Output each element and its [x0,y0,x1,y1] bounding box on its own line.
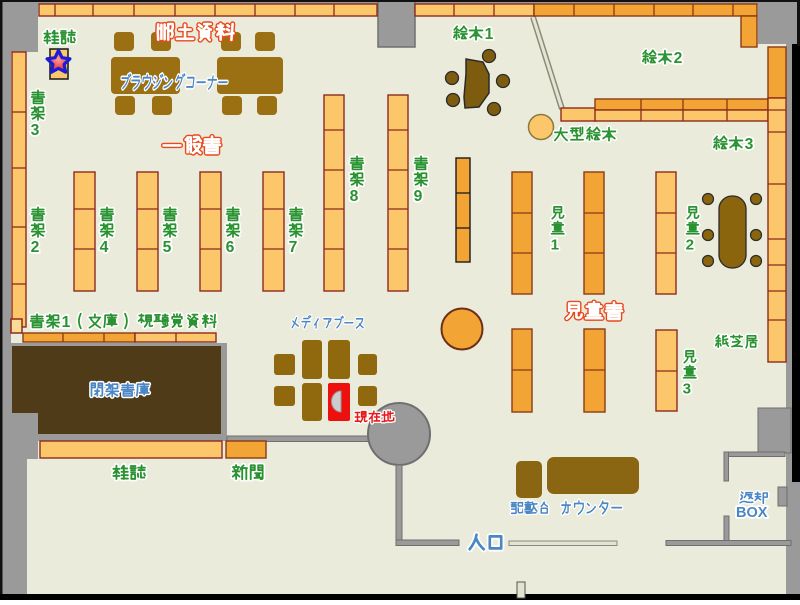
svg-text:9: 9 [414,188,423,205]
svg-text:7: 7 [289,239,298,256]
svg-text:1: 1 [485,26,494,43]
svg-text:8: 8 [350,188,359,205]
svg-text:1: 1 [551,236,560,253]
svg-text:4: 4 [100,239,109,256]
svg-text:6: 6 [226,239,235,256]
svg-text:5: 5 [163,239,172,256]
svg-text:1: 1 [62,314,71,331]
svg-text:2: 2 [31,239,40,256]
svg-text:3: 3 [683,380,691,397]
svg-text:2: 2 [686,236,694,253]
svg-text:3: 3 [31,122,40,139]
svg-text:BOX: BOX [736,505,768,521]
svg-text:2: 2 [674,50,683,67]
svg-text:3: 3 [745,136,754,153]
